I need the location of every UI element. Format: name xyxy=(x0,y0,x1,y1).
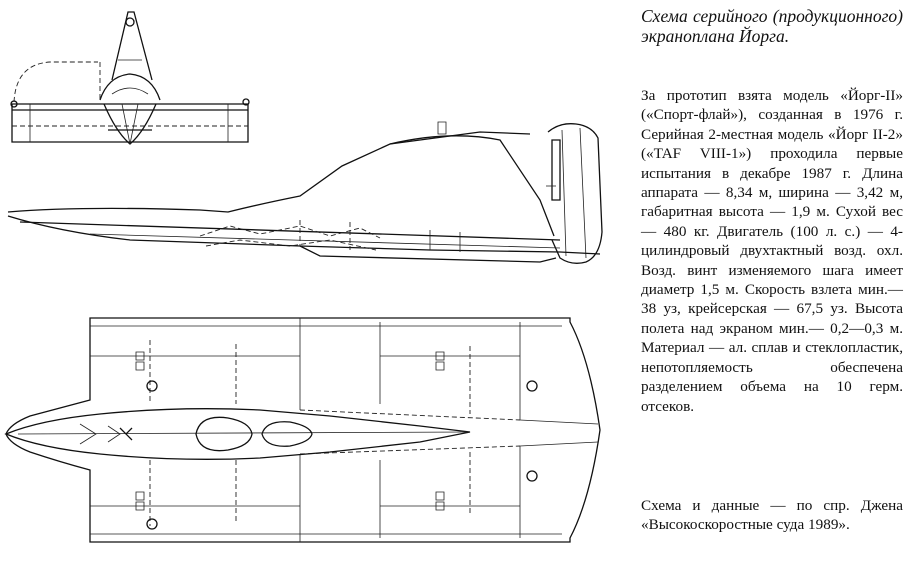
side-view-drawing xyxy=(8,122,602,263)
top-view-drawing xyxy=(6,318,600,542)
caption-body: За прототип взята модель «Йорг-II» («Спо… xyxy=(641,87,903,415)
caption-title: Схема серийного (продукционного) экраноп… xyxy=(641,6,903,46)
technical-drawings xyxy=(0,0,630,581)
front-view-drawing xyxy=(11,12,249,144)
caption-source: Схема и данные — по спр. Джена «Высокоск… xyxy=(641,497,903,534)
